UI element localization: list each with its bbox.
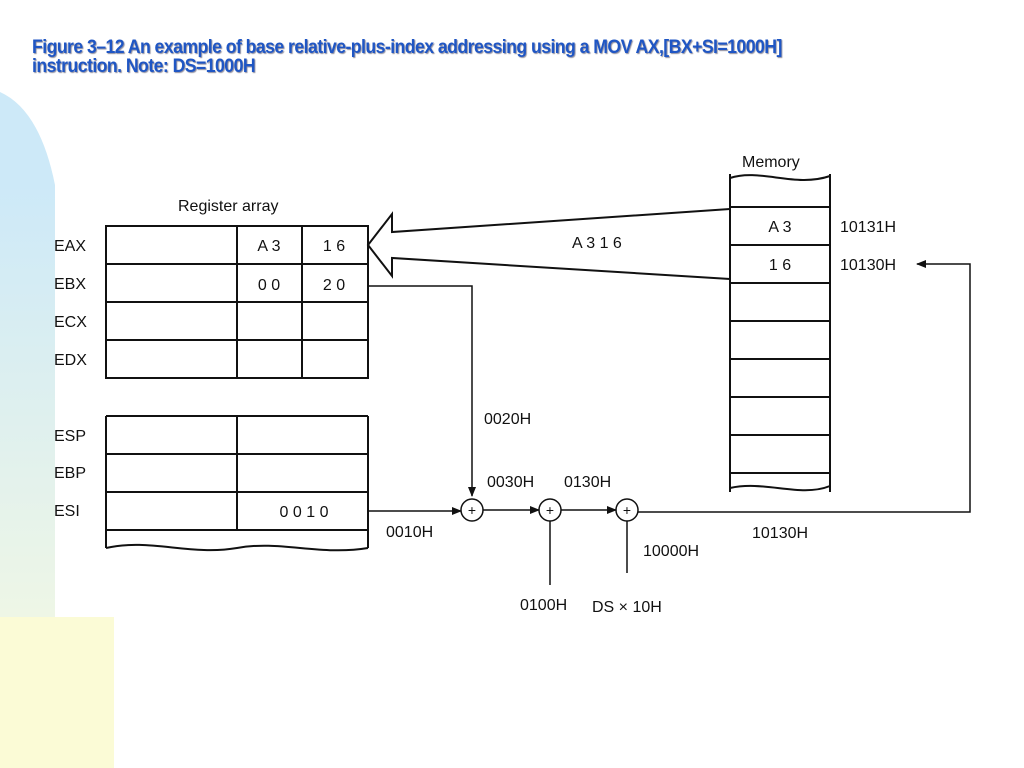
memory-label: Memory [742, 154, 800, 171]
adder-2-plus-icon: + [546, 502, 554, 518]
esi-value: 0 0 1 0 [280, 504, 329, 521]
adder-3: + [615, 498, 639, 522]
figure-title: Figure 3–12 An example of base relative-… [32, 38, 934, 76]
ebx-high-byte: 0 0 [258, 277, 280, 294]
segment-register-label: DS × 10H [592, 599, 662, 616]
sum2-label: 0130H [564, 474, 611, 491]
eax-high-byte: A 3 [257, 238, 280, 255]
adder-1-plus-icon: + [468, 502, 476, 518]
register-name-esp: ESP [54, 428, 86, 445]
displacement-label: 0100H [520, 597, 567, 614]
adder-3-plus-icon: + [623, 502, 631, 518]
register-name-eax: EAX [54, 238, 86, 255]
effective-address-path [638, 260, 971, 513]
memory-block [729, 174, 831, 492]
register-name-ebp: EBP [54, 465, 86, 482]
register-name-esi: ESI [54, 503, 80, 520]
register-array-label: Register array [178, 198, 278, 215]
pointer-register-block [105, 415, 369, 552]
figure-title-line-1: Figure 3–12 An example of base relative-… [32, 37, 782, 58]
register-name-ecx: ECX [54, 314, 87, 331]
register-name-ebx: EBX [54, 276, 86, 293]
general-register-block [105, 225, 369, 379]
memory-address-10131: 10131H [840, 219, 896, 236]
ebx-low-byte: 2 0 [323, 277, 345, 294]
register-name-edx: EDX [54, 352, 87, 369]
bx-value-label: 0020H [484, 411, 531, 428]
adder-1: + [460, 498, 484, 522]
memory-address-10130: 10130H [840, 257, 896, 274]
data-word-label: A 3 1 6 [572, 235, 622, 252]
effective-address-label: 10130H [752, 525, 808, 542]
eax-low-byte: 1 6 [323, 238, 345, 255]
bx-path [368, 285, 476, 497]
figure-title-line-2: instruction. Note: DS=1000H [32, 56, 256, 77]
memory-cell-10130-value: 1 6 [769, 257, 791, 274]
si-value-label: 0010H [386, 524, 433, 541]
segment-base-label: 10000H [643, 543, 699, 560]
bg-yellow-panel [0, 617, 114, 768]
adder-2: + [538, 498, 562, 522]
memory-cell-10131-value: A 3 [768, 219, 791, 236]
sum1-label: 0030H [487, 474, 534, 491]
bg-gradient-strip [0, 185, 55, 617]
data-transfer-arrow [366, 208, 731, 280]
